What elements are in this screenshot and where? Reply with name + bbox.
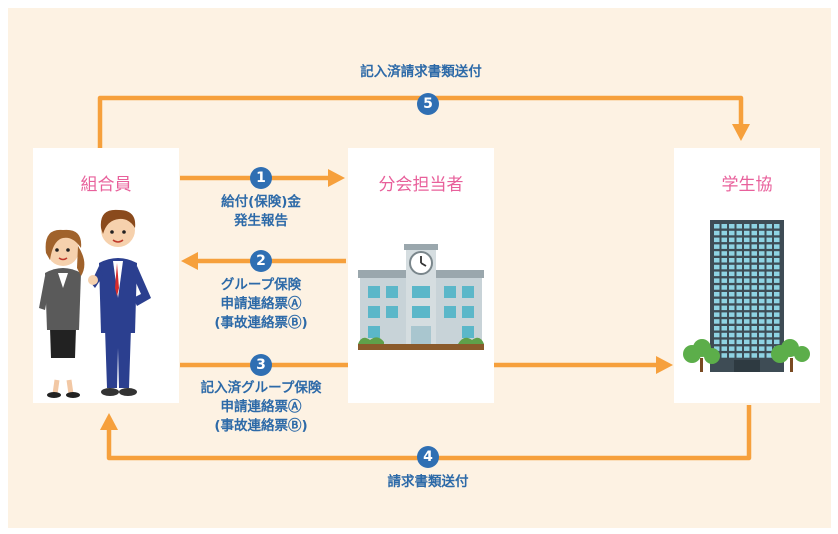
arrowhead-step-1 [328, 169, 345, 187]
step-2-badge: 2 [250, 250, 272, 272]
step-2-label: グループ保険 申請連絡票Ⓐ (事故連絡票Ⓑ) [214, 277, 308, 331]
step-1-label: 給付(保険)金 発生報告 [221, 194, 301, 229]
step-3-label: 記入済グループ保険 申請連絡票Ⓐ (事故連絡票Ⓑ) [200, 380, 322, 434]
step-5-label: 記入済請求書類送付 [360, 64, 482, 80]
office-tower-icon [683, 220, 810, 372]
arrowhead-step-3 [656, 356, 673, 374]
member-title: 組合員 [80, 175, 132, 195]
coop-box: 学生協 [674, 148, 820, 403]
coop-title: 学生協 [721, 175, 773, 195]
step-4-label: 請求書類送付 [387, 474, 469, 490]
step-5-badge: 5 [417, 93, 439, 115]
member-box: 組合員 [33, 148, 179, 403]
step-1-badge: 1 [250, 167, 272, 189]
step-4-badge: 4 [417, 446, 439, 468]
business-couple-icon [39, 209, 151, 398]
flow-diagram: 組合員 [8, 8, 831, 528]
step-3-badge: 3 [250, 354, 272, 376]
arrowhead-step-4 [100, 413, 118, 430]
arrowhead-step-5 [732, 124, 750, 141]
arrowhead-step-2 [181, 252, 198, 270]
branch-box: 分会担当者 [348, 148, 494, 403]
school-building-icon [358, 244, 484, 350]
branch-title: 分会担当者 [378, 175, 464, 195]
woman-figure [39, 229, 85, 398]
trees [683, 339, 810, 372]
man-figure [88, 209, 151, 396]
